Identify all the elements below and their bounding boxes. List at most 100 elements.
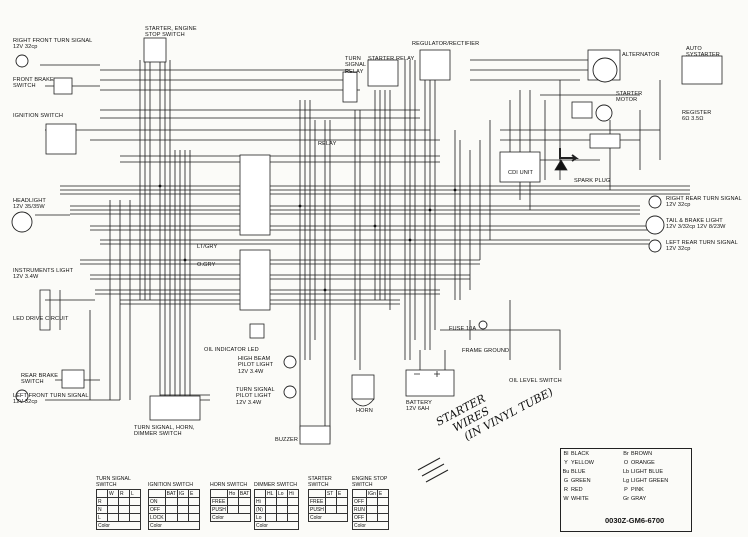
legend-code: Lg	[622, 477, 630, 484]
switch-table-header	[254, 489, 266, 498]
label-alternator: ALTERNATOR	[622, 52, 660, 58]
label-relay: RELAY	[318, 141, 337, 147]
switch-table-cell: FREE	[308, 497, 326, 506]
switch-table-cell	[107, 497, 119, 506]
wire-tag-o-gry: O.GRY	[197, 262, 216, 268]
legend-color-name: GRAY	[631, 495, 647, 502]
switch-table-cell	[176, 497, 189, 506]
switch-table-cell	[164, 497, 178, 506]
legend-color-name: WHITE	[571, 495, 589, 502]
switch-table-header: Ho	[226, 489, 239, 498]
label-horn: HORN	[356, 408, 373, 414]
switch-table-cell: Lo	[254, 513, 266, 522]
legend-color-name: LIGHT BLUE	[631, 468, 663, 475]
switch-table-cell: FREE	[210, 497, 228, 506]
switch-table-footer: Color	[148, 521, 200, 530]
switch-table-cell	[365, 505, 378, 514]
switch-table-cell: ON	[148, 497, 166, 506]
label-oil-level-switch: OIL LEVEL SWITCH	[509, 378, 562, 384]
switch-table-header: E	[335, 489, 348, 498]
legend-color-name: LIGHT GREEN	[631, 477, 669, 484]
switch-table-header	[96, 489, 108, 498]
switch-table-cell	[164, 513, 178, 522]
legend-code: P	[624, 486, 628, 493]
label-starter-relay: STARTER RELAY	[368, 56, 415, 62]
switch-table-cell: OFF	[352, 513, 367, 522]
switch-table-cell	[276, 513, 288, 522]
switch-table-cell: PUSH	[308, 505, 326, 514]
switch-table-cell	[237, 497, 252, 506]
legend-code: Bl	[563, 450, 569, 457]
switch-table-header	[308, 489, 326, 498]
switch-table-header: IG	[176, 489, 189, 498]
switch-table-header: L	[129, 489, 141, 498]
switch-table-cell	[176, 513, 189, 522]
switch-table-cell: OFF	[352, 497, 367, 506]
switch-table-cell	[335, 505, 348, 514]
switch-table-cell: (N)	[254, 505, 266, 514]
switch-table-header: IGn	[365, 489, 378, 498]
switch-table-cell: L	[96, 513, 108, 522]
switch-table-header: BAT	[237, 489, 252, 498]
switch-table-cell	[107, 513, 119, 522]
legend-color-name: PINK	[631, 486, 644, 493]
label-regulator-rectifier: REGULATOR/RECTIFIER	[412, 41, 480, 47]
switch-table-cell	[187, 505, 200, 514]
legend-code: Br	[623, 450, 629, 457]
switch-table-cell	[129, 505, 141, 514]
switch-table-header	[148, 489, 166, 498]
switch-table-cell	[118, 513, 130, 522]
switch-table-cell	[164, 505, 178, 514]
switch-table-cell	[365, 513, 378, 522]
switch-table-cell	[237, 505, 252, 514]
switch-table-header: W	[107, 489, 119, 498]
switch-table-cell	[287, 513, 299, 522]
legend-color-name: YELLOW	[571, 459, 594, 466]
switch-table-header	[352, 489, 367, 498]
label-fuse: FUSE 10A	[449, 326, 477, 332]
label-spark-plug: SPARK PLUG	[574, 178, 611, 184]
legend-code: G	[563, 477, 569, 484]
switch-table-cell	[265, 497, 277, 506]
switch-table-cell: N	[96, 505, 108, 514]
legend-color-name: RED	[571, 486, 583, 493]
switch-table-header: BAT	[164, 489, 178, 498]
legend-color-name: BROWN	[631, 450, 653, 457]
switch-table-cell	[287, 497, 299, 506]
label-buzzer: BUZZER	[275, 437, 298, 443]
switch-table-cell	[118, 505, 130, 514]
switch-table-header: Lo	[276, 489, 288, 498]
legend-code: R	[564, 486, 568, 493]
switch-table-cell	[187, 497, 200, 506]
label-oil-indicator-led: OIL INDICATOR LED	[204, 347, 259, 353]
switch-table-cell	[265, 505, 277, 514]
switch-table-cell	[226, 497, 239, 506]
legend-code: Bu	[562, 468, 570, 475]
